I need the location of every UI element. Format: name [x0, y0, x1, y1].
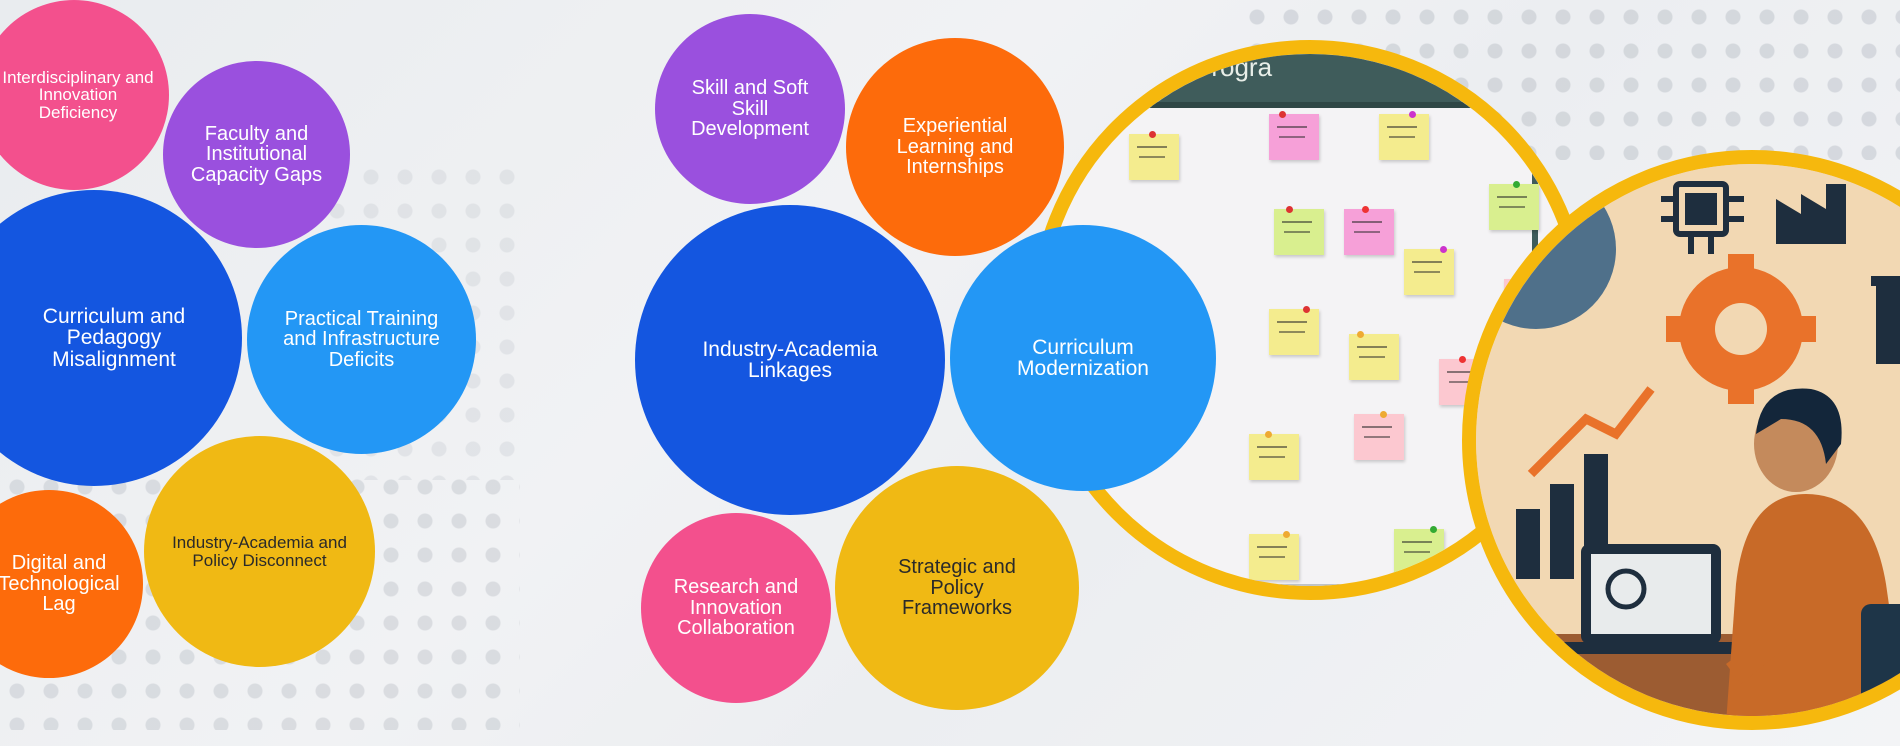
photo-industry-illustration [1462, 150, 1900, 730]
sticky-note [1269, 111, 1319, 160]
sticky-note [1394, 526, 1444, 575]
sticky-note [1404, 246, 1454, 295]
bubble-curriculum-pedagogy: Curriculum and Pedagogy Misalignment [0, 190, 242, 486]
bubble-skill-development: Skill and Soft Skill Development [655, 14, 845, 204]
gear-icon [1666, 254, 1816, 404]
bubble-interdisciplinary-label: Interdisciplinary and Innovation Deficie… [2, 68, 154, 122]
bubble-experiential-learning-label: Experiential Learning and Internships [896, 115, 1014, 179]
bubble-industry-academia-linkages: Industry-Academia Linkages [635, 205, 945, 515]
sticky-note [1249, 531, 1299, 580]
sticky-note [1269, 306, 1319, 355]
sticky-note [1354, 411, 1404, 460]
trend-arrow-icon [1527, 386, 1655, 478]
bubble-policy-disconnect: Industry-Academia and Policy Disconnect [144, 436, 375, 667]
chip-icon [1661, 181, 1744, 254]
industry-illustration [1476, 164, 1900, 716]
bubble-faculty-capacity-label: Faculty and Institutional Capacity Gaps [190, 122, 323, 186]
bubble-policy-disconnect-label: Industry-Academia and Policy Disconnect [172, 533, 347, 570]
bubble-experiential-learning: Experiential Learning and Internships [846, 38, 1064, 256]
bubble-policy-frameworks-label: Strategic and Policy Frameworks [898, 556, 1016, 620]
bubble-digital-lag: Digital and Technological Lag [0, 490, 143, 678]
globe-icon [1476, 169, 1616, 329]
board-heading-partial: Progra [1194, 54, 1273, 82]
sticky-note [1129, 131, 1179, 180]
crane-icon [1871, 276, 1900, 364]
bubble-faculty-capacity: Faculty and Institutional Capacity Gaps [163, 61, 350, 248]
sticky-note [1349, 331, 1399, 380]
person-icon [1726, 388, 1900, 716]
sticky-note [1344, 206, 1394, 255]
factory-icon [1776, 184, 1846, 244]
sticky-note [1379, 111, 1429, 160]
bubble-skill-development-label: Skill and Soft Skill Development [691, 77, 809, 141]
bubble-industry-academia-linkages-label: Industry-Academia Linkages [702, 337, 878, 382]
bubble-research-collaboration-label: Research and Innovation Collaboration [673, 576, 799, 640]
bubble-practical-training-label: Practical Training and Infrastructure De… [283, 307, 440, 371]
sticky-note [1274, 206, 1324, 255]
bubble-curriculum-pedagogy-label: Curriculum and Pedagogy Misalignment [42, 304, 186, 371]
bubble-curriculum-modernization: Curriculum Modernization [950, 225, 1216, 491]
bubble-research-collaboration: Research and Innovation Collaboration [641, 513, 831, 703]
laptop-icon [1556, 544, 1746, 654]
bubble-interdisciplinary: Interdisciplinary and Innovation Deficie… [0, 0, 169, 190]
bubble-curriculum-modernization-label: Curriculum Modernization [1017, 335, 1149, 380]
bubble-practical-training: Practical Training and Infrastructure De… [247, 225, 476, 454]
bubble-policy-frameworks: Strategic and Policy Frameworks [835, 466, 1079, 710]
sticky-note [1249, 431, 1299, 480]
bubble-digital-lag-label: Digital and Technological Lag [0, 552, 120, 616]
